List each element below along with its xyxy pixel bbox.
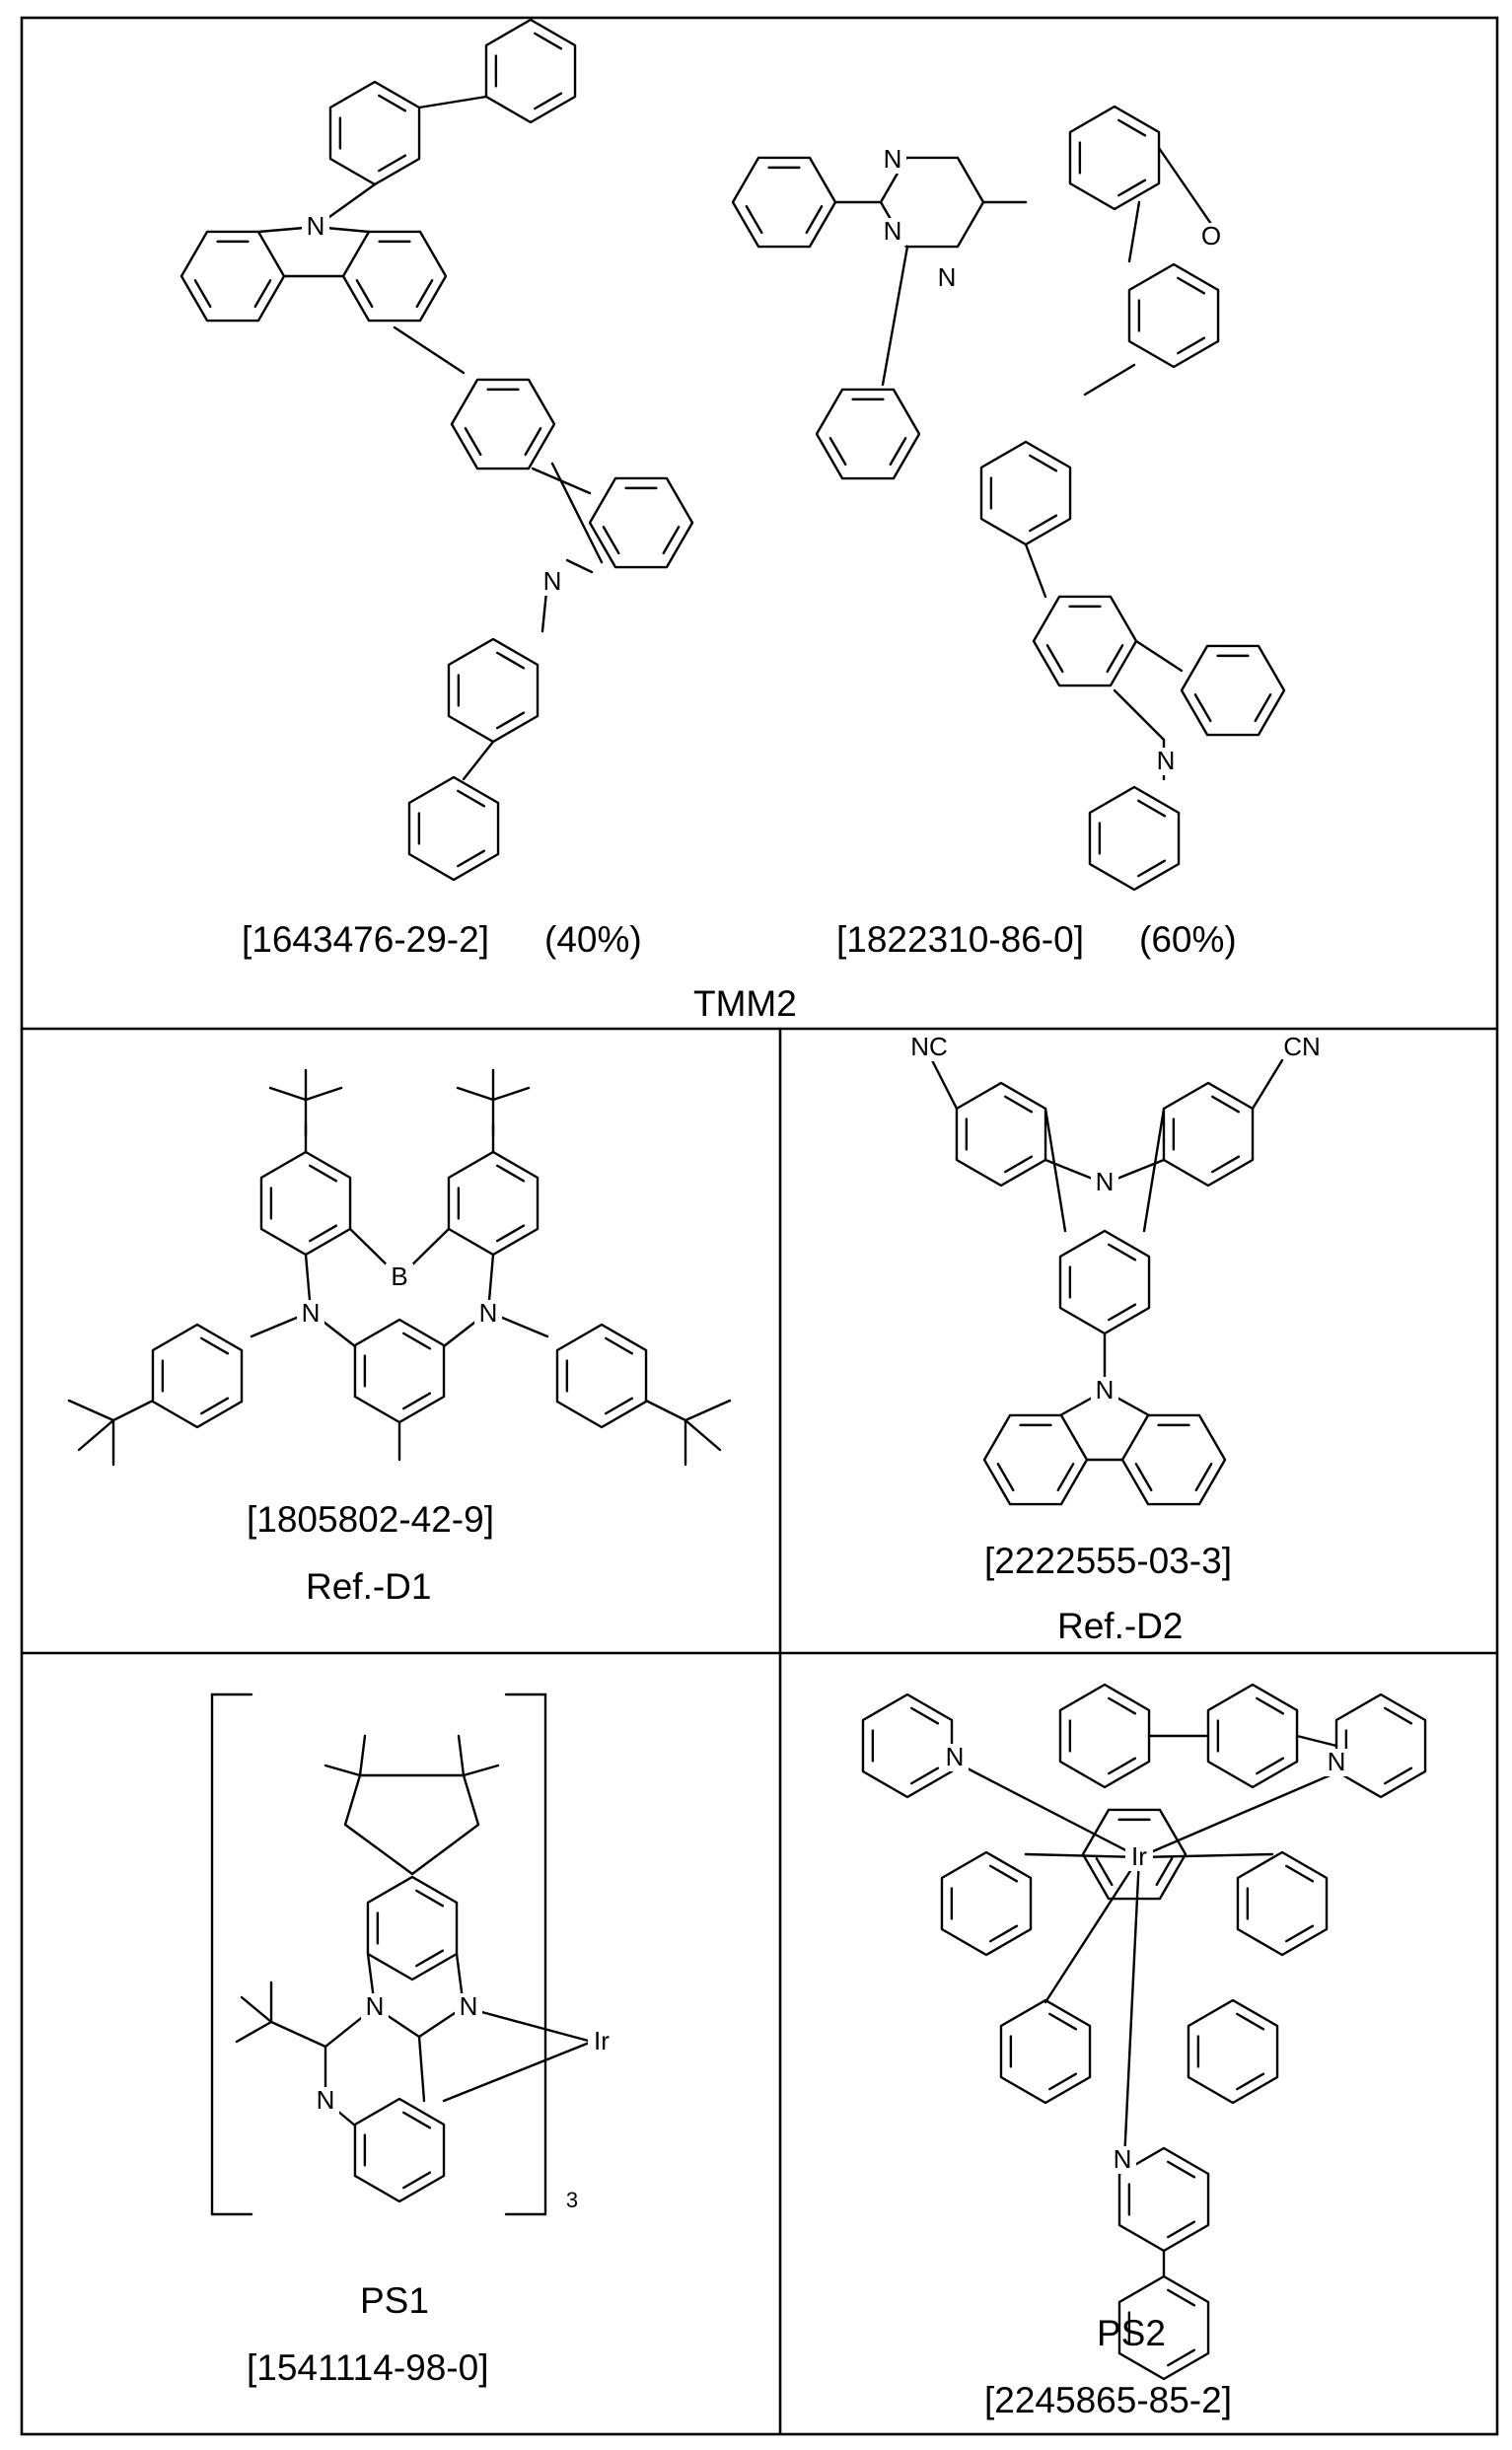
nitrogen-atom: N: [317, 2085, 335, 2115]
ps2-cas: [2245865-85-2]: [984, 2380, 1232, 2420]
compound-1-structure: [181, 20, 692, 880]
compound-2-fraction: (60%): [1139, 919, 1237, 960]
boron-atom: B: [391, 1261, 407, 1291]
nitrogen-atom: N: [946, 1742, 965, 1771]
compound-2-cas: [1822310-86-0]: [836, 919, 1084, 960]
nitrogen-atom: N: [1096, 1167, 1115, 1196]
compound-1-cas: [1643476-29-2]: [242, 919, 489, 960]
nitrile-right: CN: [1283, 1032, 1321, 1061]
nitrile-left: NC: [910, 1032, 948, 1061]
iridium-atom: Ir: [1131, 1841, 1147, 1871]
ps1-label: PS1: [360, 2280, 429, 2321]
table-grid: [22, 18, 1497, 2434]
nitrogen-atom: N: [1096, 1375, 1115, 1405]
nitrogen-atom: N: [1114, 2144, 1132, 2174]
nitrogen-atom: N: [884, 216, 902, 246]
nitrogen-atom: N: [543, 566, 562, 596]
nitrogen-atom: N: [460, 1991, 478, 2021]
subscript-3: 3: [566, 2188, 578, 2212]
nitrogen-atom: N: [307, 211, 325, 241]
nitrogen-atom: N: [938, 262, 957, 292]
ps1-structure: [212, 1694, 592, 2214]
nitrogen-atom: N: [366, 1991, 385, 2021]
nitrogen-atom: N: [302, 1298, 321, 1328]
ps2-label: PS2: [1097, 2313, 1166, 2353]
ref-d2-structure: [932, 1060, 1282, 1504]
ref-d2-label: Ref.-D2: [1057, 1606, 1183, 1646]
compound-1-fraction: (40%): [544, 919, 642, 960]
ps2-structure: [863, 1685, 1425, 2379]
oxygen-atom: O: [1201, 221, 1221, 251]
nitrogen-atom: N: [884, 144, 902, 174]
ref-d1-cas: [1805802-42-9]: [247, 1499, 494, 1540]
nitrogen-atom: N: [1157, 746, 1176, 775]
ref-d1-label: Ref.-D1: [306, 1566, 431, 1607]
iridium-atom: Ir: [594, 2026, 610, 2055]
ref-d2-cas: [2222555-03-3]: [984, 1541, 1232, 1581]
nitrogen-atom: N: [1328, 1747, 1346, 1776]
group-label-tmm2: TMM2: [693, 983, 797, 1024]
nitrogen-atom: N: [479, 1298, 498, 1328]
ps1-cas: [1541114-98-0]: [247, 2347, 489, 2388]
